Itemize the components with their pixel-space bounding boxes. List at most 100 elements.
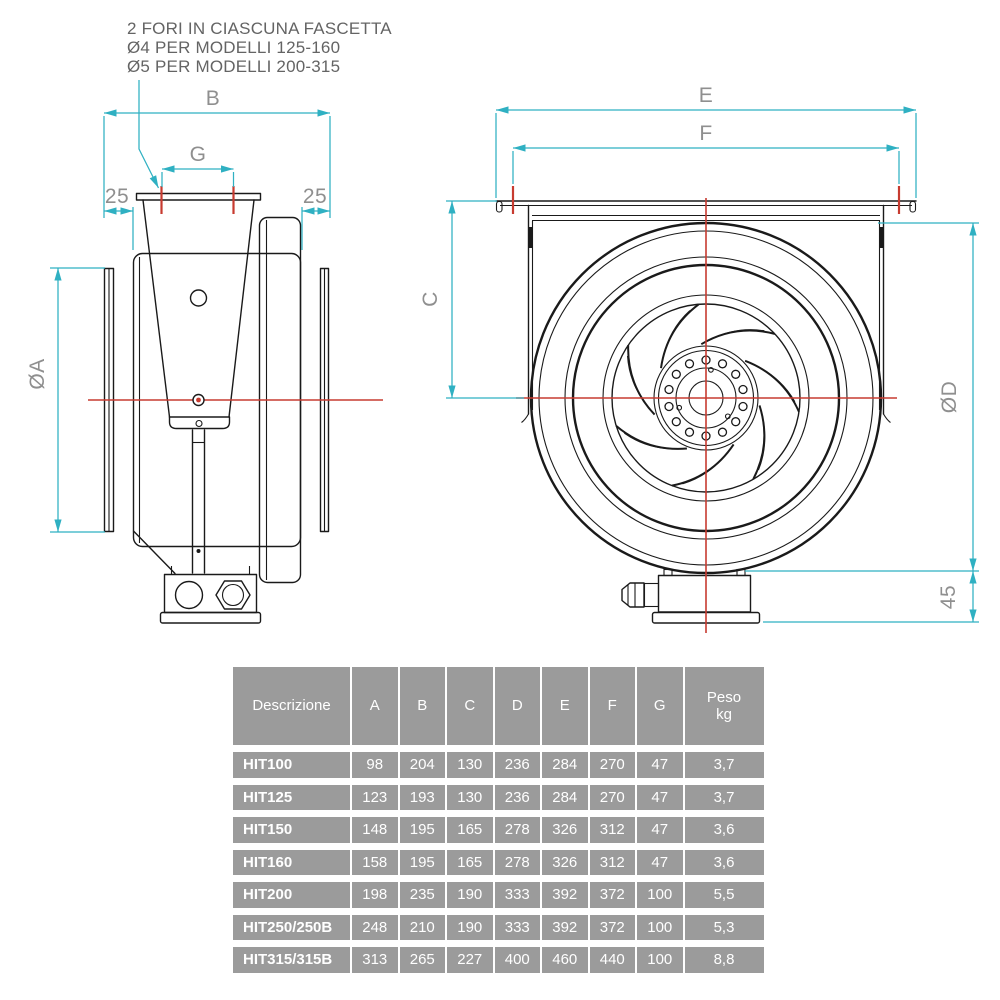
hub-hole	[717, 359, 728, 369]
table-cell-value: 5,3	[684, 914, 764, 940]
cable-gland-front	[621, 582, 645, 608]
table-header-cell: F	[589, 667, 635, 745]
annotation-line-3: Ø5 PER MODELLI 200-315	[127, 57, 340, 76]
table-row-model: HIT315/315B	[233, 947, 350, 973]
table-cell-value: 227	[447, 947, 493, 973]
hub-screw-hole	[676, 404, 683, 411]
table-cell-value: 313	[352, 947, 398, 973]
table-cell-value: 100	[637, 914, 683, 940]
table-cell-value: 47	[637, 784, 683, 810]
table-cell-value: 284	[542, 752, 588, 778]
table-cell-value: 195	[399, 849, 445, 875]
table-cell-value: 312	[589, 849, 635, 875]
impeller-blade-edge	[752, 363, 796, 403]
impeller-blade-edge	[662, 310, 691, 360]
table-cell-value: 392	[542, 914, 588, 940]
front-view: E F C ØD 45	[419, 84, 979, 633]
impeller-blade	[671, 443, 735, 487]
front-view-dimensions: E F C ØD 45	[419, 84, 979, 623]
table-cell-value: 47	[637, 817, 683, 843]
annotation: 2 FORI IN CIASCUNA FASCETTA Ø4 PER MODEL…	[127, 19, 392, 76]
table-cell-value: 5,5	[684, 882, 764, 908]
hub-hole	[738, 401, 748, 412]
table-header-cell: D	[494, 667, 540, 745]
dim-label-45: 45	[937, 585, 960, 609]
table-cell-value: 333	[494, 914, 540, 940]
dim-label-e: E	[699, 84, 714, 107]
hub-hole	[738, 384, 748, 395]
band-hole	[189, 289, 208, 307]
annotation-line-1: 2 FORI IN CIASCUNA FASCETTA	[127, 19, 392, 38]
hub-hole	[671, 369, 681, 379]
technical-drawing: B G 25 25 ØA 2 FORI IN CIASCUNA FAS	[26, 19, 979, 633]
impeller-blade-edge	[627, 355, 650, 409]
table-cell-value: 235	[399, 882, 445, 908]
impeller-blade	[752, 405, 766, 480]
impeller-blade-edge	[708, 329, 765, 341]
cable-gland	[215, 580, 251, 610]
table-cell-value: 193	[399, 784, 445, 810]
impeller-blade	[744, 359, 800, 413]
table-cell-value: 372	[589, 914, 635, 940]
table-cell-value: 47	[637, 849, 683, 875]
table-cell-value: 248	[352, 914, 398, 940]
band-stem	[191, 429, 206, 574]
impeller-blade	[615, 425, 687, 450]
table-header-cell: B	[399, 667, 445, 745]
table-cell-value: 190	[447, 914, 493, 940]
table-cell-value: 198	[352, 882, 398, 908]
table-cell-value: 130	[447, 784, 493, 810]
table-cell-value: 100	[637, 882, 683, 908]
front-junction-box	[621, 568, 761, 624]
table-row-model: HIT125	[233, 784, 350, 810]
hub-hole	[671, 417, 681, 427]
table-cell-value: 270	[589, 752, 635, 778]
impeller-blade	[627, 345, 656, 416]
annotation-leader	[138, 80, 160, 189]
table-row-model: HIT100	[233, 752, 350, 778]
table-header-cell: Descrizione	[233, 667, 350, 745]
table-cell-value: 8,8	[684, 947, 764, 973]
dim-label-dia-a: ØA	[26, 358, 49, 389]
table-cell-value: 278	[494, 849, 540, 875]
side-view: B G 25 25 ØA	[26, 80, 383, 624]
table-cell-value: 130	[447, 752, 493, 778]
table-cell-value: 270	[589, 784, 635, 810]
table-cell-value: 326	[542, 817, 588, 843]
table-header-cell: C	[447, 667, 493, 745]
table-cell-value: 158	[352, 849, 398, 875]
table-cell-value: 3,6	[684, 817, 764, 843]
hub-hole	[684, 427, 695, 437]
dim-label-dia-d: ØD	[938, 381, 961, 414]
table-cell-value: 165	[447, 817, 493, 843]
table-cell-value: 100	[637, 947, 683, 973]
hub-hole	[684, 359, 695, 369]
annotation-line-2: Ø4 PER MODELLI 125-160	[127, 38, 340, 57]
impeller-blade	[700, 329, 775, 346]
impeller-blade	[660, 303, 700, 369]
table-cell-value: 460	[542, 947, 588, 973]
side-view-dimensions: B G 25 25 ØA	[26, 80, 331, 533]
table-row-model: HIT150	[233, 817, 350, 843]
table-cell-value: 236	[494, 784, 540, 810]
table-cell-value: 372	[589, 882, 635, 908]
hub-hole	[664, 401, 674, 412]
table-cell-value: 284	[542, 784, 588, 810]
table-cell-value: 204	[399, 752, 445, 778]
hub-hole	[664, 384, 674, 395]
table-cell-value: 165	[447, 849, 493, 875]
table-cell-value: 3,7	[684, 752, 764, 778]
table-cell-value: 326	[542, 849, 588, 875]
dim-label-c: C	[419, 291, 442, 307]
table-header-cell: Peso kg	[684, 667, 764, 745]
dim-label-g: G	[190, 143, 207, 166]
hub-screw-hole	[724, 413, 731, 420]
table-row-model: HIT250/250B	[233, 914, 350, 940]
table-row-model: HIT200	[233, 882, 350, 908]
table-cell-value: 312	[589, 817, 635, 843]
dim-label-f: F	[699, 122, 712, 145]
table-cell-value: 195	[399, 817, 445, 843]
table-header-cell: G	[637, 667, 683, 745]
table-header-cell: E	[542, 667, 588, 745]
